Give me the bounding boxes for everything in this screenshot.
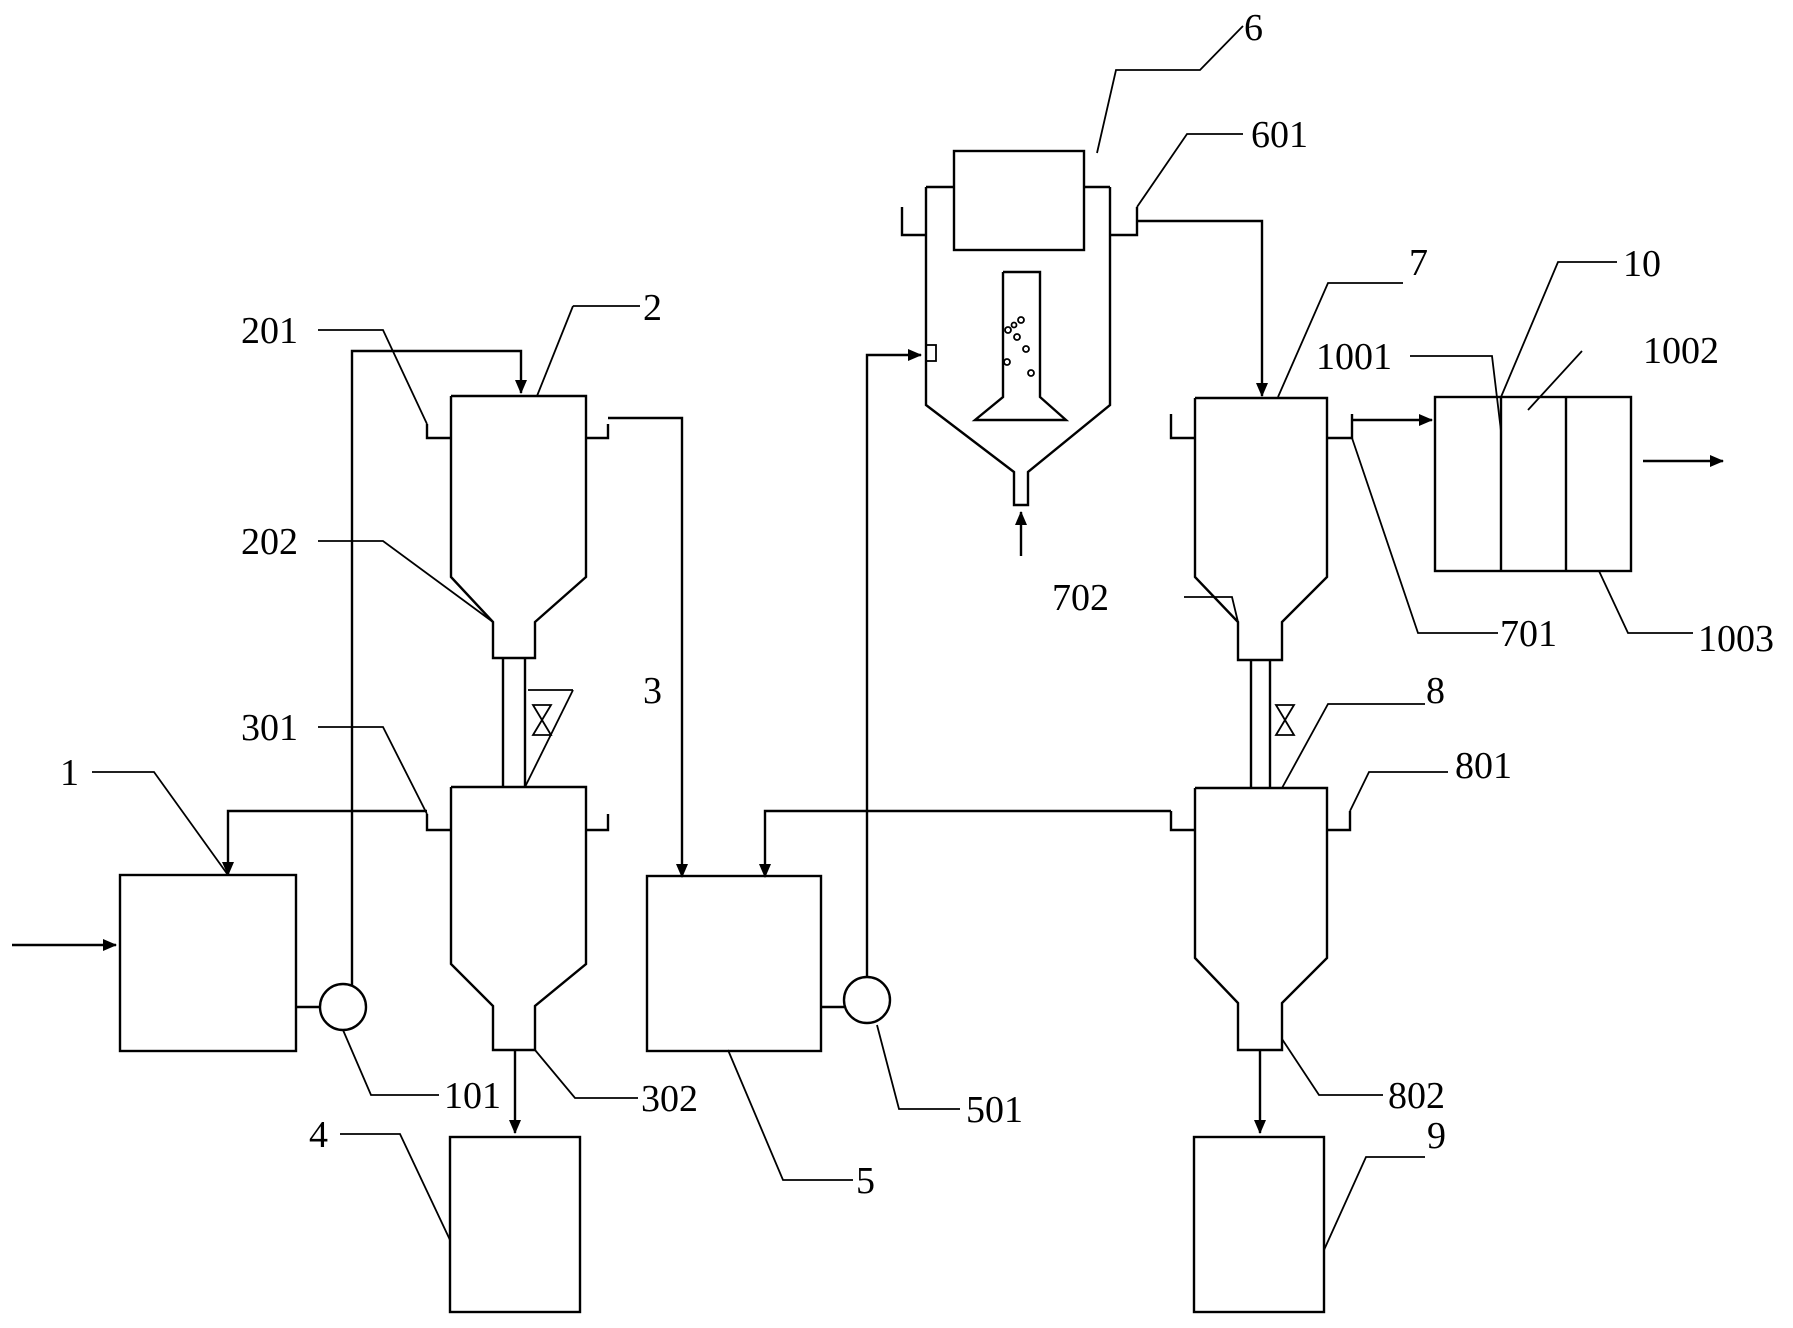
label-1001: 1001 xyxy=(1316,336,1392,378)
reactor-6-inlet-port xyxy=(925,344,937,362)
pump-501 xyxy=(842,975,892,1025)
overflow-port-vessel3 xyxy=(586,814,610,832)
draft-tube xyxy=(971,270,1070,422)
valve-icon xyxy=(1274,704,1296,736)
pipe-pump101-to-vessel2 xyxy=(350,349,527,985)
labels: 1 101 2 201 202 3 301 302 4 5 501 6 601 … xyxy=(60,7,1774,1202)
leader-lines xyxy=(92,25,1693,1251)
vessel-8-left-port xyxy=(1169,811,1195,832)
port-201 xyxy=(425,424,451,440)
label-1002: 1002 xyxy=(1643,330,1719,372)
label-1003: 1003 xyxy=(1698,618,1774,660)
label-6: 6 xyxy=(1244,7,1263,49)
overflow-port-vessel2 xyxy=(586,424,610,440)
label-8: 8 xyxy=(1426,670,1445,712)
label-3: 3 xyxy=(643,670,662,712)
vessel-3 xyxy=(425,785,610,1052)
vessel-7 xyxy=(1169,396,1354,662)
label-302: 302 xyxy=(641,1078,698,1120)
tank-5 xyxy=(645,874,823,1053)
label-101: 101 xyxy=(444,1075,501,1117)
pump-101 xyxy=(318,982,368,1032)
label-9: 9 xyxy=(1427,1115,1446,1157)
valve-icon xyxy=(531,704,553,736)
port-301 xyxy=(425,814,451,832)
tank-1 xyxy=(118,873,298,1053)
label-1: 1 xyxy=(60,752,79,794)
pipe-pump501-to-reactor6 xyxy=(865,349,922,977)
label-501: 501 xyxy=(966,1089,1023,1131)
vessel-2 xyxy=(425,394,610,660)
port-701 xyxy=(1327,414,1354,440)
reactor-6-top-unit xyxy=(952,149,1086,252)
pipe-vessel8-to-tank5 xyxy=(759,809,1171,878)
label-7: 7 xyxy=(1409,242,1428,284)
label-801: 801 xyxy=(1455,745,1512,787)
label-701: 701 xyxy=(1500,613,1557,655)
pipe-601-to-vessel7 xyxy=(1137,219,1268,397)
vessel-8 xyxy=(1169,786,1352,1052)
reactor-6-left-port xyxy=(900,207,926,237)
label-5: 5 xyxy=(856,1160,875,1202)
label-10: 10 xyxy=(1623,243,1661,285)
pipe-vessel2-to-tank5 xyxy=(608,416,688,878)
tank-9 xyxy=(1192,1135,1326,1314)
tank-4 xyxy=(448,1135,582,1314)
bubbles xyxy=(1003,316,1035,377)
vessel-7-left-port xyxy=(1169,414,1195,440)
pipe-vessel3-to-tank1 xyxy=(222,809,427,876)
label-202: 202 xyxy=(241,521,298,563)
label-301: 301 xyxy=(241,707,298,749)
label-702: 702 xyxy=(1052,577,1109,619)
port-601 xyxy=(1110,207,1139,237)
label-201: 201 xyxy=(241,310,298,352)
unit-10 xyxy=(1433,395,1633,573)
port-801 xyxy=(1327,811,1352,832)
reactor-6 xyxy=(900,149,1139,507)
label-802: 802 xyxy=(1388,1075,1445,1117)
label-4: 4 xyxy=(309,1114,328,1156)
label-601: 601 xyxy=(1251,114,1308,156)
label-2: 2 xyxy=(643,287,662,329)
